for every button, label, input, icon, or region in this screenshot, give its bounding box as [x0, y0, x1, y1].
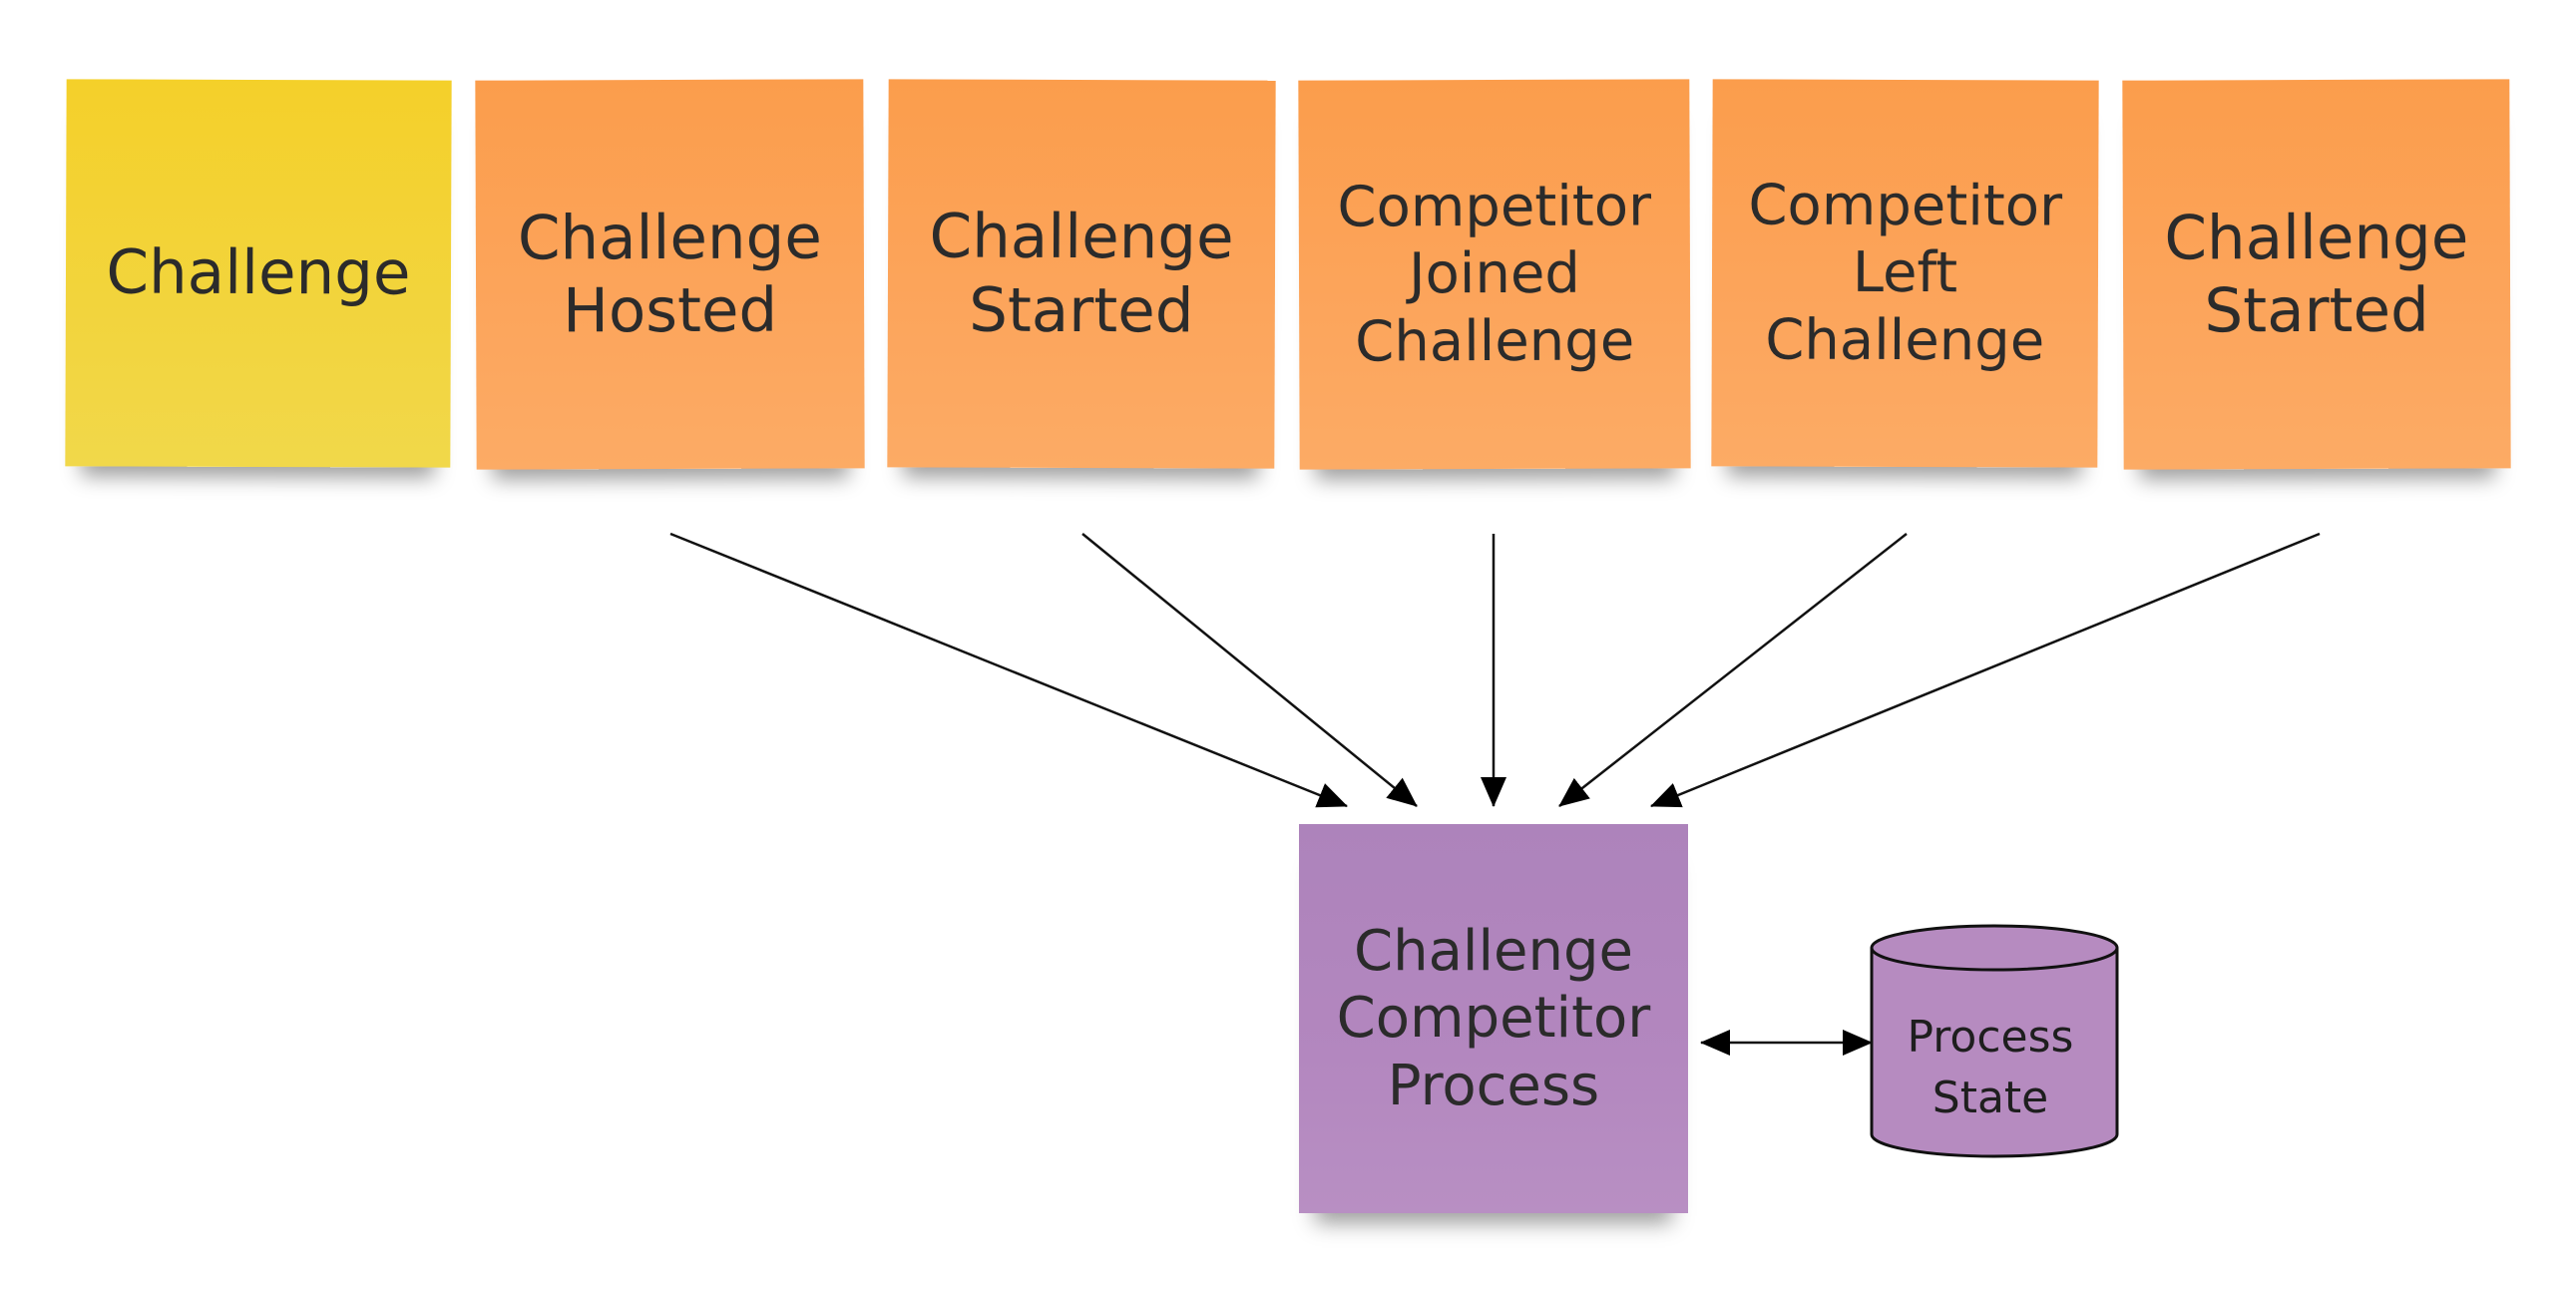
note-line: Competitor: [1748, 173, 2063, 239]
note-challenge[interactable]: Challenge: [65, 79, 452, 468]
note-competitor-joined-challenge[interactable]: Competitor Joined Challenge: [1298, 79, 1691, 470]
arrow-started-to-process: [1081, 533, 1418, 807]
note-competitor-left-challenge[interactable]: Competitor Left Challenge: [1711, 79, 2099, 468]
process-state-label: Process State: [1866, 1008, 2115, 1128]
db-line: Process: [1907, 1012, 2074, 1063]
note-line: Started: [2204, 274, 2429, 347]
note-line: Challenge: [106, 236, 411, 309]
note-line: Challenge: [1355, 308, 1635, 375]
note-line: Challenge: [2164, 202, 2469, 274]
note-line: Competitor: [1336, 986, 1651, 1052]
note-line: Challenge: [929, 201, 1234, 273]
arrow-hosted-to-process: [669, 532, 1348, 808]
db-line: State: [1932, 1072, 2049, 1123]
note-challenge-started-2[interactable]: Challenge Started: [2122, 79, 2511, 470]
note-challenge-started[interactable]: Challenge Started: [887, 79, 1276, 469]
note-line: Challenge: [517, 202, 822, 274]
arrow-left-to-process: [1558, 533, 1908, 807]
note-challenge-competitor-process[interactable]: Challenge Competitor Process: [1299, 824, 1688, 1213]
note-line: Challenge: [1354, 919, 1633, 985]
note-line: Hosted: [562, 274, 778, 347]
note-challenge-hosted[interactable]: Challenge Hosted: [475, 79, 865, 470]
arrow-started2-to-process: [1650, 532, 2321, 808]
note-line: Started: [969, 274, 1194, 346]
note-line: Joined: [1408, 241, 1581, 307]
process-state-cylinder: [1870, 924, 2119, 1158]
note-line: Challenge: [1765, 307, 2045, 374]
note-line: Competitor: [1337, 174, 1652, 240]
note-line: Process: [1387, 1053, 1600, 1118]
note-line: Left: [1852, 240, 1958, 306]
